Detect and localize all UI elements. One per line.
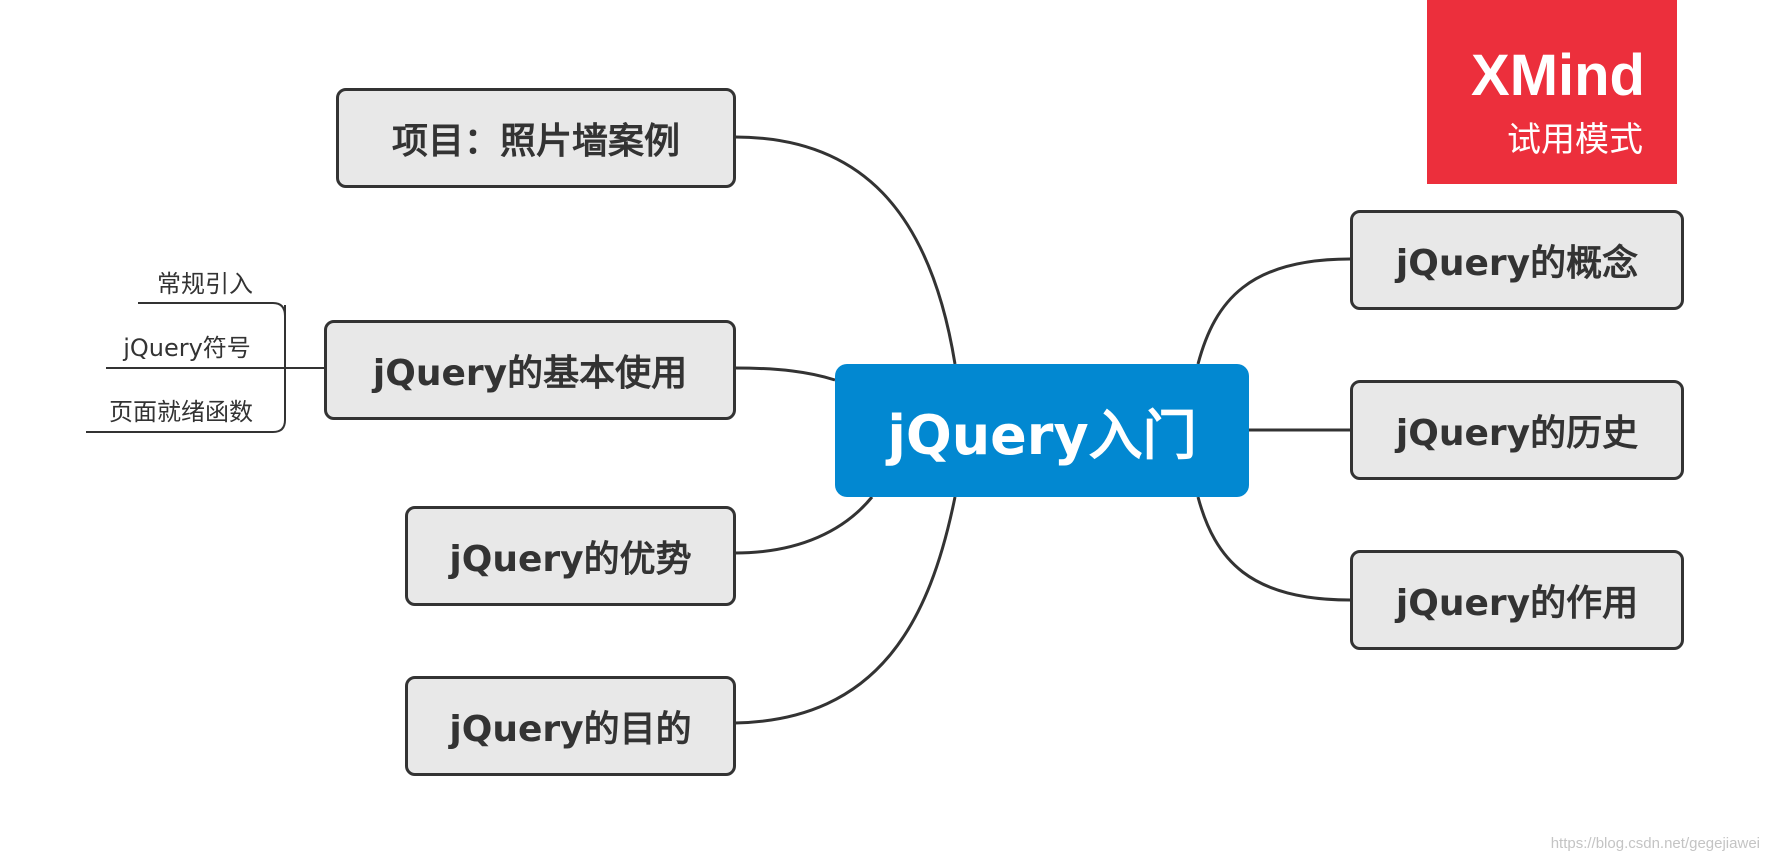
subtopic-jquery-symbol[interactable]: jQuery符号 [123,334,251,362]
subtopic-ready-function[interactable]: 页面就绪函数 [109,398,253,426]
central-topic-label: jQuery入门 [887,404,1197,467]
xmind-trial-watermark: XMind 试用模式 [1427,0,1677,184]
connector-project [734,135,957,365]
subtopic-bracket [272,302,325,433]
connector-purpose [734,496,957,725]
topic-purpose-label: jQuery的目的 [449,709,692,750]
watermark-brand: XMind [1471,43,1645,108]
topic-advantages-label: jQuery的优势 [449,539,692,580]
connector-basic-usage [734,366,836,382]
connector-advantages [734,496,874,555]
topic-purpose[interactable]: jQuery的目的 [405,676,736,776]
topic-concept-label: jQuery的概念 [1395,243,1639,284]
topic-history-label: jQuery的历史 [1395,413,1639,454]
topic-advantages[interactable]: jQuery的优势 [405,506,736,606]
connector-concept [1196,257,1351,365]
source-url: https://blog.csdn.net/gegejiawei [1550,835,1760,852]
connector-role [1196,496,1351,602]
topic-role-label: jQuery的作用 [1395,583,1639,624]
topic-basic-usage-label: jQuery的基本使用 [372,353,688,394]
topic-project[interactable]: 项目：照片墙案例 [336,88,736,188]
central-topic[interactable]: jQuery入门 [835,364,1249,497]
topic-project-label: 项目：照片墙案例 [391,121,680,162]
topic-history[interactable]: jQuery的历史 [1350,380,1684,480]
topic-basic-usage[interactable]: jQuery的基本使用 [324,320,736,420]
topic-concept[interactable]: jQuery的概念 [1350,210,1684,310]
watermark-mode: 试用模式 [1507,120,1643,160]
topic-role[interactable]: jQuery的作用 [1350,550,1684,650]
subtopic-regular-import[interactable]: 常规引入 [157,270,253,298]
